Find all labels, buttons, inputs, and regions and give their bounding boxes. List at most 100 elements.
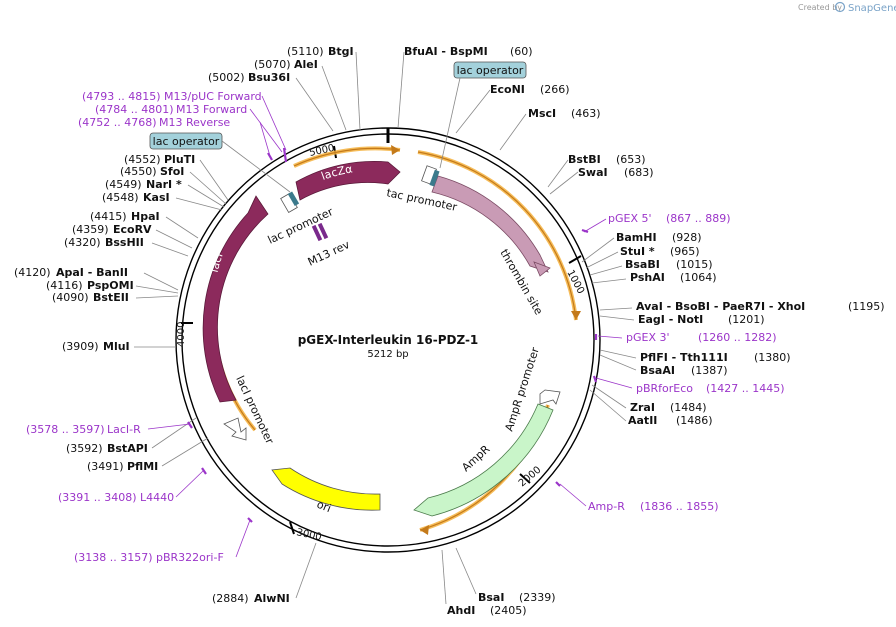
- plasmid-name: pGEX-Interleukin 16-PDZ-1: [298, 333, 479, 347]
- primer-laci-r-name[interactable]: LacI-R: [107, 423, 141, 436]
- tac-promoter-block[interactable]: [421, 165, 440, 187]
- site-stui-name[interactable]: StuI *: [620, 245, 655, 258]
- site-msci-name[interactable]: MscI: [528, 107, 556, 120]
- site-bsaai-name[interactable]: BsaAI: [640, 364, 675, 377]
- leader-bsu36i: [295, 77, 334, 132]
- primer-m13fwd-name[interactable]: M13 Forward: [176, 103, 247, 116]
- site-eagi-name[interactable]: EagI - NotI: [638, 313, 703, 326]
- lac-promoter-block[interactable]: [280, 191, 300, 213]
- primer-pbr322ori-pos: (3138 .. 3157): [74, 551, 153, 564]
- site-bsabi-name[interactable]: BsaBI: [625, 258, 660, 271]
- site-swai-pos: (683): [624, 166, 654, 179]
- site-pspomi-pos: (4116): [46, 279, 83, 292]
- primer-m13rev-name[interactable]: M13 Reverse: [159, 116, 230, 129]
- site-hpai-pos: (4415): [90, 210, 127, 223]
- tick-3000-label: 3000: [295, 527, 322, 543]
- site-bsai-name[interactable]: BsaI: [478, 591, 504, 604]
- ori-feature[interactable]: [271, 467, 381, 511]
- primer-labels: (4793 .. 4815) M13/pUC Forward (4784 .. …: [26, 90, 785, 564]
- m13-rev-feature[interactable]: [311, 222, 329, 242]
- leader-pbrforeco: [595, 377, 633, 389]
- site-bsshii-pos: (4320): [64, 236, 101, 249]
- leader-msci: [499, 113, 527, 151]
- laci-feature[interactable]: [202, 195, 269, 403]
- ori-label: ori: [315, 498, 333, 515]
- site-alwni-name[interactable]: AlwNI: [254, 592, 290, 605]
- site-bsshii-name[interactable]: BssHII: [105, 236, 144, 249]
- primer-m13puc-name[interactable]: M13/pUC Forward: [164, 90, 262, 103]
- snapgene-logo-icon: [834, 1, 846, 13]
- leader-btgi: [355, 51, 361, 131]
- site-btgi-name[interactable]: BtgI: [328, 45, 354, 58]
- site-mlui-name[interactable]: MluI: [103, 340, 130, 353]
- tick-1000-mark: [568, 255, 582, 264]
- site-bsteii-name[interactable]: BstEII: [93, 291, 129, 304]
- leader-stui: [585, 251, 619, 269]
- primer-pgex5-name[interactable]: pGEX 5': [608, 212, 652, 225]
- site-pshai-name[interactable]: PshAI: [630, 271, 665, 284]
- site-pspomi-name[interactable]: PspOMI: [87, 279, 134, 292]
- site-aatii-name[interactable]: AatII: [628, 414, 657, 427]
- leader-ampr-primer: [559, 483, 587, 507]
- site-hpai-name[interactable]: HpaI: [131, 210, 160, 223]
- site-btgi-pos: (5110): [287, 45, 324, 58]
- site-zrai-name[interactable]: ZraI: [630, 401, 655, 414]
- leader-kasi: [175, 197, 223, 211]
- site-nari-name[interactable]: NarI *: [146, 178, 182, 191]
- site-mlui-pos: (3909): [62, 340, 99, 353]
- leader-alwni: [295, 542, 317, 599]
- lac-operator-box-top[interactable]: lac operator: [453, 61, 527, 79]
- leader-apai: [143, 272, 179, 291]
- site-swai-name[interactable]: SwaI: [578, 166, 608, 179]
- leader-hpai: [165, 216, 199, 239]
- leader-zrai: [591, 384, 627, 409]
- site-eagi-pos: (1201): [728, 313, 765, 326]
- site-bamhi-name[interactable]: BamHI: [616, 231, 657, 244]
- site-sfoi-name[interactable]: SfoI: [160, 165, 184, 178]
- site-alei-name[interactable]: AleI: [294, 58, 318, 71]
- site-apai-name[interactable]: ApaI - BanII: [56, 266, 128, 279]
- site-pflmi-name[interactable]: PflMI: [127, 460, 158, 473]
- leader-pspomi: [135, 285, 179, 294]
- site-pluti-name[interactable]: PluTI: [164, 153, 195, 166]
- ampr-feature[interactable]: [413, 403, 554, 517]
- lac-operator-left-label: lac operator: [153, 135, 220, 148]
- leader-pgex5: [583, 218, 607, 233]
- m13-rev-label: M13 rev: [306, 238, 352, 269]
- site-avai-name[interactable]: AvaI - BsoBI - PaeR7I - XhoI: [636, 300, 805, 313]
- laci-promoter-arrow[interactable]: [223, 417, 247, 441]
- primer-pbrforeco-pos: (1427 .. 1445): [706, 382, 785, 395]
- primer-pgex3-name[interactable]: pGEX 3': [626, 331, 670, 344]
- primer-l4440-name[interactable]: L4440: [140, 491, 174, 504]
- lac-operator-top-box: [453, 61, 527, 79]
- leader-pbr322ori: [235, 519, 251, 558]
- site-bfuai-name[interactable]: BfuAI - BspMI: [404, 45, 488, 58]
- leader-l4440: [175, 469, 205, 498]
- site-bstapi-name[interactable]: BstAPI: [107, 442, 148, 455]
- site-ecorv-name[interactable]: EcoRV: [113, 223, 152, 236]
- primer-ampr-name[interactable]: Amp-R: [588, 500, 625, 513]
- site-pflmi-pos: (3491): [87, 460, 124, 473]
- primer-mark-l4440: [201, 467, 207, 475]
- site-ahdi-name[interactable]: AhdI: [447, 604, 475, 617]
- primer-mark-m13puc: [282, 147, 288, 163]
- primer-mark-laci-r: [187, 421, 193, 429]
- site-pshai-pos: (1064): [680, 271, 717, 284]
- ampr-promoter-arrow[interactable]: [539, 389, 561, 405]
- leader-sfoi: [189, 171, 227, 205]
- lac-operator-box-left[interactable]: lac operator: [149, 132, 223, 150]
- leader-ahdi: [441, 549, 447, 605]
- primer-pbr322ori-name[interactable]: pBR322ori-F: [156, 551, 224, 564]
- primer-pbrforeco-name[interactable]: pBRforEco: [636, 382, 693, 395]
- site-bsu36i-pos: (5002): [208, 71, 245, 84]
- site-econi-name[interactable]: EcoNI: [490, 83, 525, 96]
- lacza-feature[interactable]: [295, 161, 401, 201]
- thrombin-site-feature[interactable]: [533, 261, 551, 277]
- site-bstbi-pos: (653): [616, 153, 646, 166]
- leader-m13rev: [259, 121, 271, 157]
- site-kasi-name[interactable]: KasI: [143, 191, 170, 204]
- site-bstbi-name[interactable]: BstBI: [568, 153, 601, 166]
- site-bsu36i-name[interactable]: Bsu36I: [248, 71, 290, 84]
- site-pflfi-name[interactable]: PflFI - Tth111I: [640, 351, 728, 364]
- primer-pgex3-pos: (1260 .. 1282): [698, 331, 777, 344]
